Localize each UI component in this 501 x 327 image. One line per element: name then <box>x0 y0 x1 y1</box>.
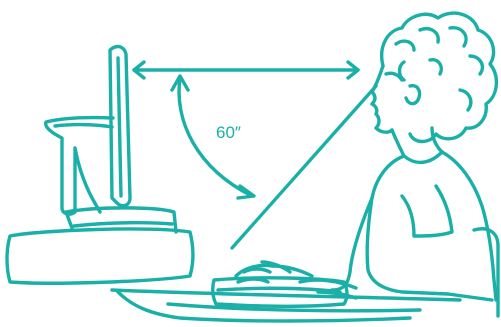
base-inner-line <box>74 223 172 226</box>
person-sleeve <box>402 186 452 236</box>
monitor-stand-arm <box>46 118 113 214</box>
angle-label: 60″ <box>216 123 241 142</box>
angle-arc-arrowhead-bottom <box>238 186 254 198</box>
base-box <box>7 229 193 283</box>
person <box>332 13 498 316</box>
computer-base <box>7 208 193 283</box>
monitor <box>46 47 130 215</box>
monitor-stand-arm-inner <box>55 125 112 127</box>
person-torso <box>367 156 448 294</box>
person-collar <box>404 152 442 162</box>
person-face <box>372 66 392 132</box>
person-hair-curls <box>396 28 482 110</box>
person-ear <box>406 86 420 104</box>
measurements <box>134 62 376 248</box>
line-of-sight-diagonal <box>232 86 376 248</box>
monitor-screen-edge <box>118 58 121 196</box>
